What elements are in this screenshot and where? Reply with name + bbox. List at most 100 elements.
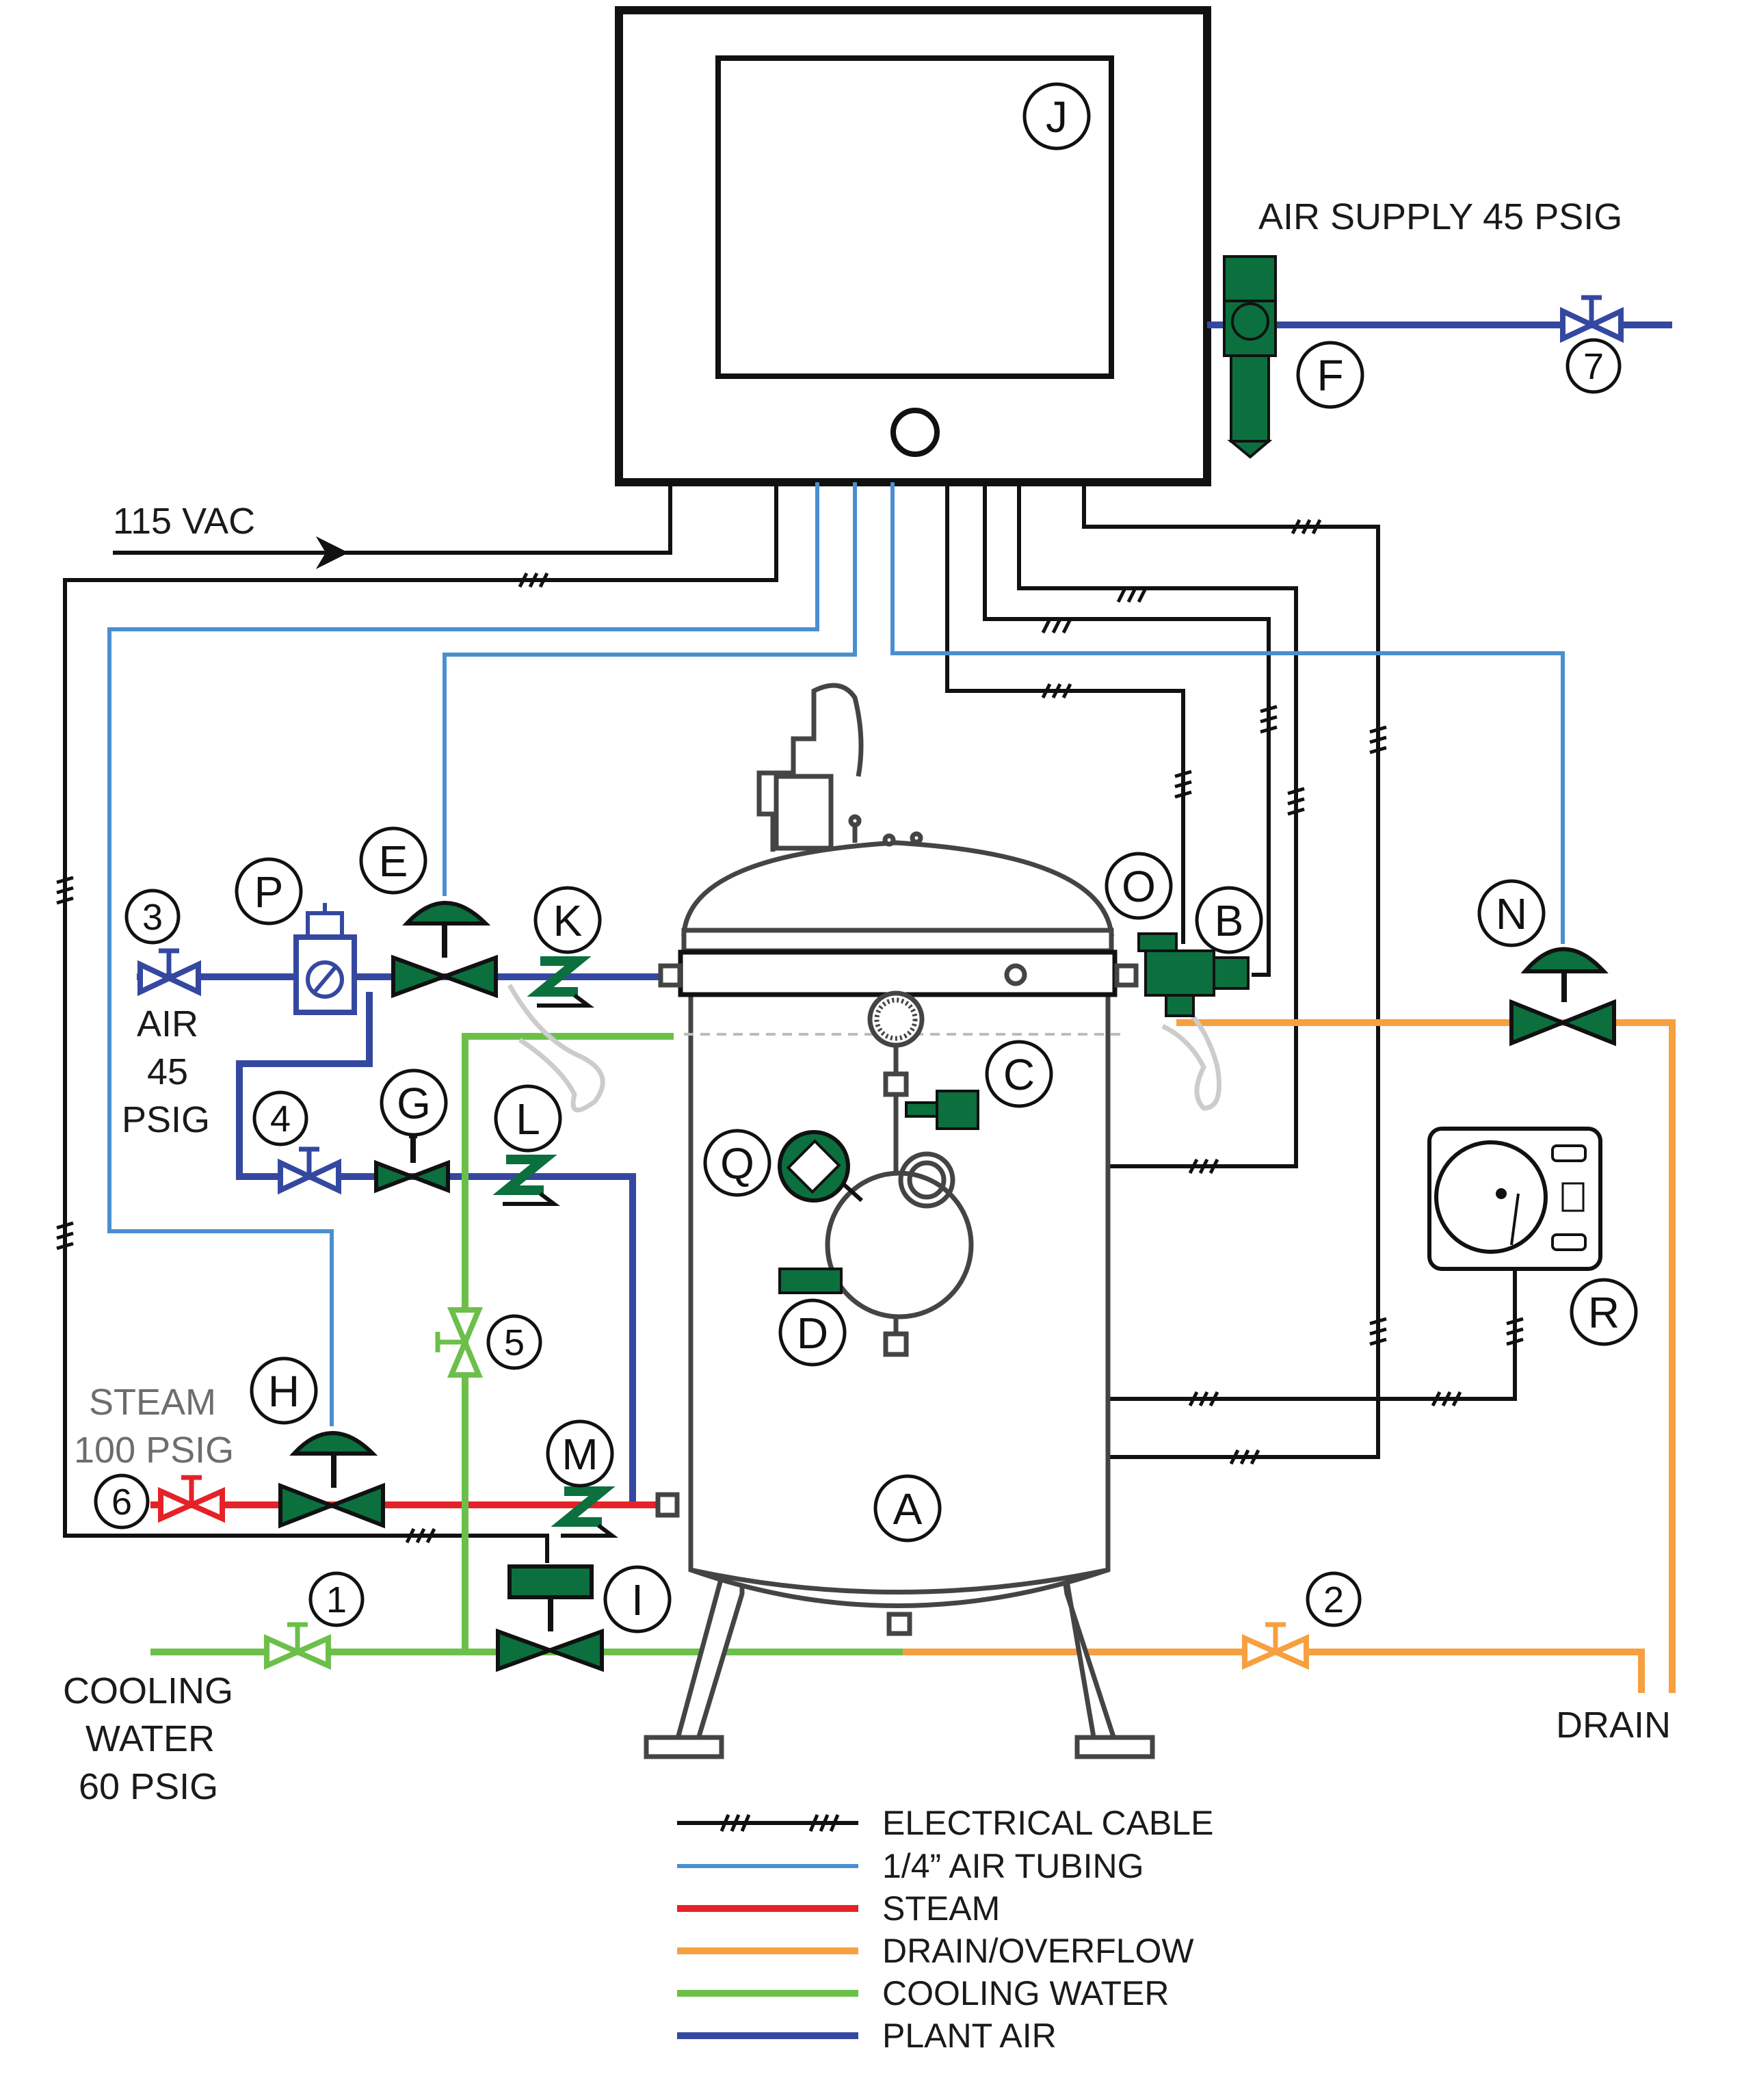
component-f[interactable] (1223, 255, 1277, 459)
svg-text:1: 1 (326, 1579, 347, 1620)
component-p[interactable] (293, 903, 357, 1015)
valve-h[interactable] (278, 1431, 385, 1529)
check-valve-m[interactable] (551, 1486, 618, 1538)
air-tube-to-n (890, 482, 1565, 944)
tag-j: J (1022, 82, 1091, 150)
valve-i[interactable] (496, 1564, 604, 1672)
legend-item-drain: DRAIN/OVERFLOW (677, 1932, 1194, 1970)
tag-7: 7 (1565, 338, 1622, 394)
tag-g: G (380, 1068, 448, 1137)
tag-o: O (1105, 852, 1173, 920)
tag-k: K (533, 886, 602, 954)
tag-3: 3 (124, 889, 181, 945)
cable-left-outer (63, 482, 778, 1563)
manual-valve-7[interactable] (1560, 295, 1624, 343)
svg-text:P: P (254, 867, 284, 917)
drain-label: DRAIN (1556, 1705, 1671, 1746)
air-45-label: 45 (147, 1051, 188, 1092)
component-r[interactable] (1427, 1127, 1602, 1271)
valve-g[interactable] (374, 1133, 450, 1194)
valve-e[interactable] (391, 901, 498, 999)
svg-text:5: 5 (504, 1322, 525, 1363)
tag-f: F (1296, 341, 1364, 409)
legend: ELECTRICAL CABLE 1/4” AIR TUBING STEAM D… (677, 1804, 1213, 2055)
svg-text:N: N (1496, 889, 1527, 939)
air-tube-to-e (442, 482, 857, 896)
svg-text:L: L (516, 1094, 540, 1144)
tag-h: H (250, 1356, 318, 1425)
svg-text:I: I (631, 1575, 644, 1625)
svg-text:6: 6 (111, 1482, 132, 1523)
svg-text:G: G (397, 1079, 431, 1128)
check-valve-l[interactable] (492, 1155, 560, 1206)
tag-q: Q (703, 1129, 771, 1197)
tag-e: E (359, 826, 427, 895)
svg-text:R: R (1588, 1288, 1620, 1337)
check-valve-k[interactable] (527, 956, 594, 1008)
vac-label: 115 VAC (113, 501, 255, 542)
svg-text:COOLING WATER: COOLING WATER (882, 1974, 1169, 2012)
cooling-psig-label: 60 PSIG (79, 1766, 218, 1807)
svg-text:D: D (797, 1309, 828, 1358)
tag-c: C (985, 1040, 1053, 1108)
svg-text:M: M (561, 1430, 598, 1479)
svg-text:3: 3 (142, 897, 163, 938)
svg-text:E: E (379, 837, 408, 886)
svg-text:A: A (893, 1484, 923, 1534)
manual-valve-5[interactable] (435, 1307, 484, 1378)
svg-text:Q: Q (720, 1139, 754, 1188)
drain-lines (903, 1019, 1676, 1693)
svg-text:F: F (1317, 351, 1343, 400)
manual-valve-6[interactable] (158, 1475, 225, 1523)
component-c[interactable] (905, 1090, 979, 1130)
tag-4: 4 (252, 1090, 308, 1146)
svg-text:O: O (1122, 862, 1156, 911)
air-tubing (107, 482, 1565, 1426)
air-psig-label: PSIG (122, 1099, 210, 1140)
svg-text:1/4” AIR TUBING: 1/4” AIR TUBING (882, 1847, 1144, 1885)
legend-item-steam: STEAM (677, 1889, 1000, 1928)
svg-text:4: 4 (270, 1099, 291, 1140)
water-label: WATER (85, 1718, 215, 1759)
steam-psig-label: 100 PSIG (74, 1430, 234, 1471)
cooling-label: COOLING (63, 1670, 233, 1711)
tag-i: I (603, 1565, 672, 1633)
manual-valve-4[interactable] (278, 1146, 341, 1195)
legend-item-electrical: ELECTRICAL CABLE (677, 1804, 1213, 1842)
tag-5: 5 (486, 1314, 542, 1370)
tag-6: 6 (94, 1473, 150, 1530)
component-tags: J F 7 E P 3 K O B N G 4 L C Q R D 5 H M … (94, 82, 1638, 1633)
air-supply-label: AIR SUPPLY 45 PSIG (1258, 196, 1622, 237)
tag-l: L (494, 1084, 562, 1153)
svg-text:K: K (553, 896, 583, 945)
tag-2: 2 (1306, 1571, 1362, 1627)
component-b[interactable] (1137, 932, 1250, 1017)
text-labels: AIR SUPPLY 45 PSIG 115 VAC AIR 45 PSIG S… (63, 196, 1671, 1807)
component-d[interactable] (778, 1268, 843, 1294)
tag-a: A (873, 1474, 942, 1543)
svg-text:ELECTRICAL CABLE: ELECTRICAL CABLE (882, 1804, 1213, 1842)
component-q[interactable] (778, 1130, 863, 1203)
tag-m: M (546, 1419, 614, 1488)
svg-text:DRAIN/OVERFLOW: DRAIN/OVERFLOW (882, 1932, 1194, 1970)
manual-valve-2[interactable] (1242, 1622, 1309, 1670)
steam-label: STEAM (89, 1382, 216, 1423)
control-panel (615, 6, 1211, 486)
manual-valve-3[interactable] (137, 948, 201, 997)
tag-b: B (1195, 886, 1263, 954)
valve-n[interactable] (1509, 947, 1616, 1047)
svg-text:PLANT AIR: PLANT AIR (882, 2017, 1057, 2055)
air-tube-to-h (107, 482, 819, 1426)
svg-text:H: H (268, 1367, 300, 1416)
manual-valve-1[interactable] (264, 1622, 331, 1670)
air-label: AIR (137, 1003, 198, 1045)
legend-item-cooling-water: COOLING WATER (677, 1974, 1169, 2012)
tag-n: N (1477, 879, 1546, 947)
cable-to-b-2 (983, 482, 1271, 977)
vac-line (113, 482, 672, 555)
svg-text:J: J (1046, 92, 1068, 142)
svg-text:C: C (1003, 1050, 1035, 1099)
svg-text:STEAM: STEAM (882, 1889, 1000, 1928)
tag-p: P (235, 857, 303, 926)
